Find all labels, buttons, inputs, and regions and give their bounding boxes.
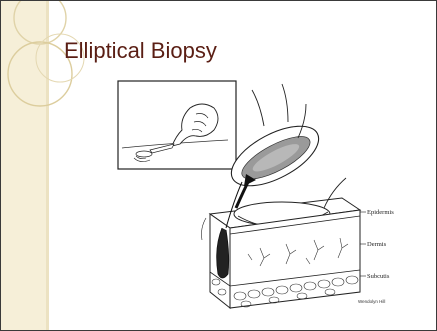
inset-hand-panel (118, 81, 236, 169)
label-epidermis: Epidermis (367, 209, 394, 216)
label-dermis: Dermis (367, 241, 387, 248)
skin-block (202, 178, 361, 308)
slide-title: Elliptical Biopsy (64, 38, 217, 64)
illustration-credit: Wendolyn Hill (358, 299, 385, 304)
label-subcutis: Subcutis (367, 273, 390, 280)
biopsy-illustration: Epidermis Dermis Subcutis Wendolyn Hill (110, 78, 420, 316)
excised-specimen (222, 114, 327, 198)
